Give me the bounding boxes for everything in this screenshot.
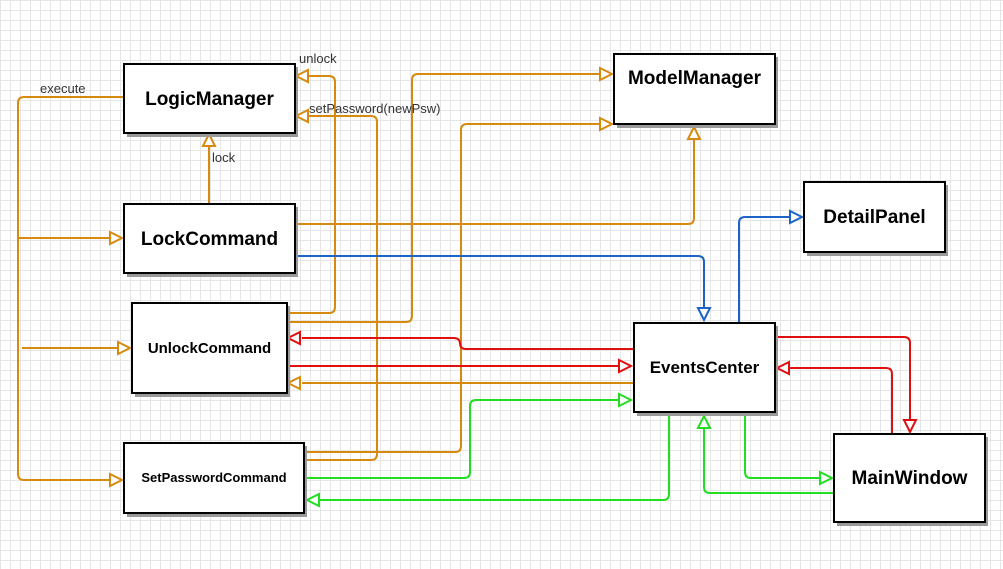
logic-manager-label: LogicManager xyxy=(145,89,274,110)
arrowhead-detailpanel xyxy=(789,209,805,225)
edge-events-to-detailpanel xyxy=(738,216,790,322)
arrowheads xyxy=(109,66,918,508)
edge-unlock-to-model xyxy=(288,73,600,323)
label-execute: execute xyxy=(40,81,86,96)
label-unlock: unlock xyxy=(299,51,337,66)
node-events-center: EventsCenter xyxy=(633,322,778,416)
edges xyxy=(17,73,911,501)
arrowhead-model-mid xyxy=(599,116,615,132)
edge-events-to-mainwindow-red xyxy=(775,336,911,420)
unlock-command-label: UnlockCommand xyxy=(148,340,271,357)
edge-mainwindow-to-events-green xyxy=(703,428,834,494)
edge-events-to-setpassword-green xyxy=(319,413,670,501)
detail-panel-label: DetailPanel xyxy=(823,207,925,228)
arrowhead-events-from-lock xyxy=(696,307,712,323)
arrowhead-model-bottom xyxy=(686,124,702,140)
events-center-label: EventsCenter xyxy=(650,358,760,377)
model-manager-label: ModelManager xyxy=(628,68,762,89)
main-window-label: MainWindow xyxy=(852,468,968,489)
edge-setpassword-to-events-green xyxy=(305,399,619,479)
node-set-password-command: SetPasswordCommand xyxy=(123,442,307,517)
arrowhead-lockcommand xyxy=(109,230,125,246)
arrowhead-mainwindow-green-in xyxy=(819,470,835,486)
label-set-password: setPassword(newPsw) xyxy=(309,101,441,116)
set-password-command-label: SetPasswordCommand xyxy=(141,470,286,485)
arrowhead-setpasswordcommand xyxy=(109,472,125,488)
lock-command-label: LockCommand xyxy=(141,229,278,250)
arrowhead-unlock-orange-in xyxy=(285,375,301,391)
edge-labels: execute unlock setPassword(newPsw) lock xyxy=(40,51,441,165)
node-logic-manager: LogicManager xyxy=(123,63,298,137)
label-lock: lock xyxy=(212,150,236,165)
arrowhead-lock xyxy=(201,131,217,147)
edge-unlock xyxy=(288,75,336,314)
edge-events-to-mainwindow-green xyxy=(744,413,820,479)
arrowhead-unlock-red-in xyxy=(285,330,301,346)
arrowhead-setpassword-green-in xyxy=(304,492,320,508)
arrowhead-set-password xyxy=(293,108,309,124)
node-detail-panel: DetailPanel xyxy=(803,181,948,256)
arrowhead-events-green-in-bottom xyxy=(696,413,712,429)
arrowhead-events-red-in-right xyxy=(774,360,790,376)
edge-setpassword-to-model xyxy=(305,123,600,453)
node-unlock-command: UnlockCommand xyxy=(131,302,290,397)
node-model-manager: ModelManager xyxy=(613,53,778,128)
arrowhead-unlock xyxy=(293,68,309,84)
arrowhead-unlockcommand xyxy=(117,340,133,356)
node-lock-command: LockCommand xyxy=(123,203,298,277)
arrowhead-mainwindow-red-in xyxy=(902,419,918,435)
edge-lock-to-events xyxy=(296,255,705,308)
edge-lock-to-model xyxy=(296,140,695,225)
arrowhead-model-top xyxy=(599,66,615,82)
edge-mainwindow-to-events-red xyxy=(789,367,893,434)
edge-set-password xyxy=(305,115,378,461)
arrowhead-events-green-in-left xyxy=(618,392,634,408)
node-main-window: MainWindow xyxy=(833,433,988,526)
arrowhead-events-red-in-left xyxy=(618,358,634,374)
edge-events-to-unlock-red xyxy=(302,337,633,350)
edge-execute-trunk xyxy=(17,96,123,481)
